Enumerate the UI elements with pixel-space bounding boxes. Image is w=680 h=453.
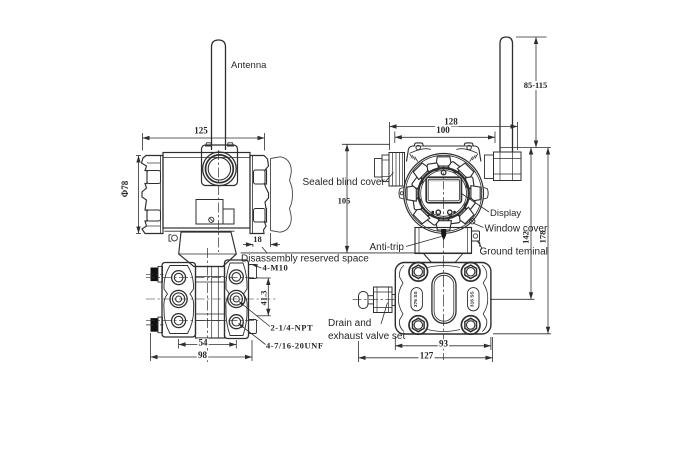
svg-text:100: 100 [436, 125, 450, 135]
svg-text:142: 142 [521, 231, 531, 244]
svg-text:93: 93 [439, 339, 449, 349]
svg-text:exhaust valve set: exhaust valve set [328, 331, 405, 342]
svg-text:41.3: 41.3 [258, 291, 268, 306]
svg-text:128: 128 [444, 116, 458, 126]
svg-text:Drain and: Drain and [328, 318, 371, 329]
svg-text:85-115: 85-115 [524, 80, 548, 90]
svg-text:98: 98 [198, 350, 208, 360]
svg-text:Φ78: Φ78 [120, 180, 130, 197]
svg-text:Window cover: Window cover [485, 224, 548, 235]
svg-text:18: 18 [253, 234, 262, 244]
svg-text:2-1/4-NPT: 2-1/4-NPT [271, 323, 314, 333]
svg-text:127: 127 [420, 351, 434, 361]
svg-text:Disassembly reserved space: Disassembly reserved space [241, 254, 369, 265]
svg-text:Antenna: Antenna [231, 60, 267, 71]
svg-text:Display: Display [490, 208, 521, 219]
svg-text:54: 54 [199, 338, 209, 348]
svg-text:178: 178 [538, 231, 548, 244]
svg-text:376 SS: 376 SS [413, 291, 419, 308]
svg-text:125: 125 [194, 126, 208, 136]
svg-text:Anti-trip: Anti-trip [370, 242, 405, 253]
svg-text:4-7/16-20UNF: 4-7/16-20UNF [266, 341, 324, 351]
svg-text:Sealed blind cover: Sealed blind cover [303, 177, 386, 188]
svg-text:105: 105 [338, 195, 351, 205]
svg-text:4-M10: 4-M10 [263, 263, 289, 273]
svg-text:316 SS: 316 SS [470, 291, 476, 308]
svg-text:Ground teminal: Ground teminal [480, 247, 548, 258]
